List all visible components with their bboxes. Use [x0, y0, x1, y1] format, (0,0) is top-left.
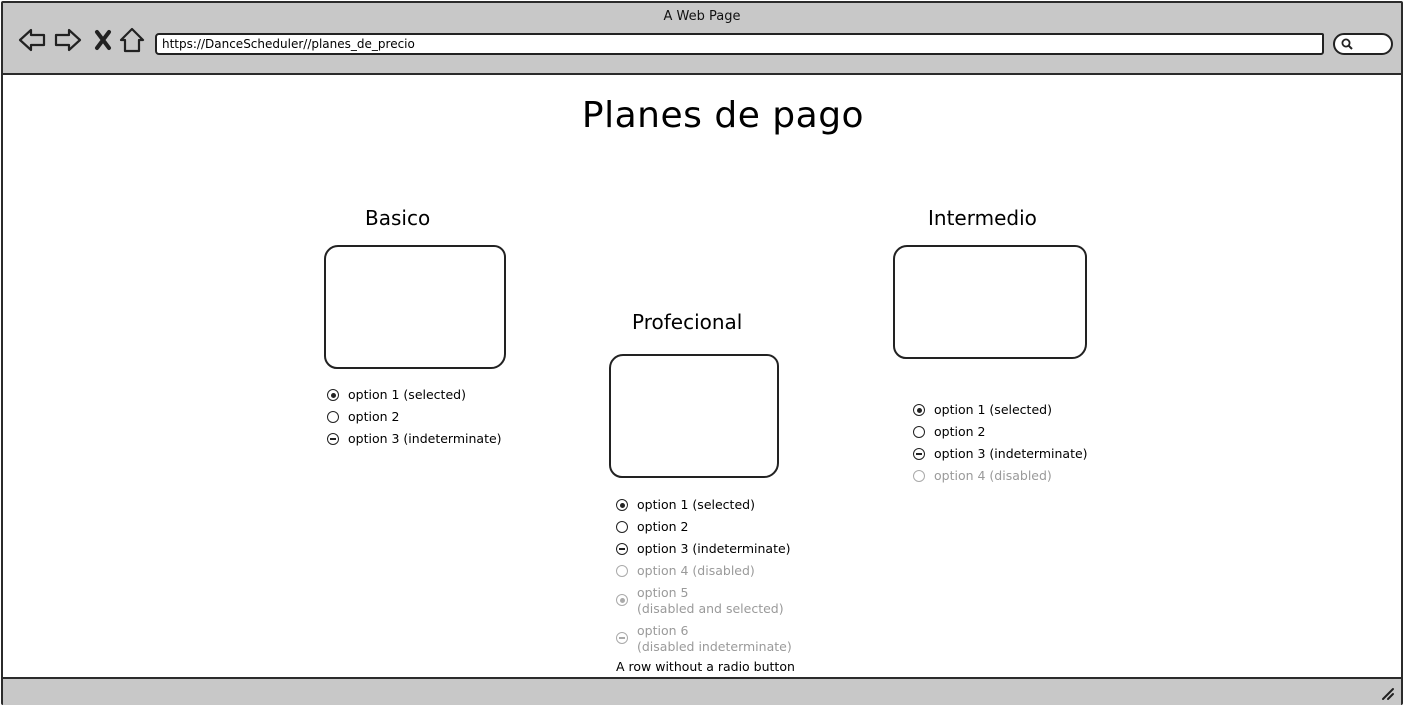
radio-unselected-icon: [616, 521, 628, 533]
radio-option[interactable]: option 2: [327, 406, 502, 428]
close-icon[interactable]: [89, 25, 119, 55]
plan-title-intermedio: Intermedio: [928, 206, 1037, 230]
radio-selected-icon: [327, 389, 339, 401]
radio-option-disabled: option 4 (disabled): [913, 465, 1088, 487]
page-title: Planes de pago: [581, 95, 865, 136]
window-title: A Web Page: [663, 9, 741, 24]
address-bar[interactable]: https://DanceScheduler//planes_de_precio: [155, 33, 1324, 55]
radio-indeterminate-icon: [616, 632, 628, 644]
plan-card-basico[interactable]: [324, 245, 506, 369]
radio-indeterminate-icon: [913, 448, 925, 460]
plan-card-intermedio[interactable]: [893, 245, 1087, 359]
radio-selected-icon: [913, 404, 925, 416]
radio-group-intermedio: option 1 (selected) option 2 option 3 (i…: [913, 399, 1088, 487]
radio-unselected-icon: [913, 426, 925, 438]
radio-option[interactable]: option 1 (selected): [913, 399, 1088, 421]
browser-toolbar: A Web Page https://DanceScheduler//plane…: [3, 3, 1401, 75]
radio-option[interactable]: option 2: [913, 421, 1088, 443]
search-icon: [1341, 38, 1353, 50]
radio-option[interactable]: option 3 (indeterminate): [913, 443, 1088, 465]
radio-unselected-icon: [913, 470, 925, 482]
radio-selected-icon: [616, 594, 628, 606]
radio-option[interactable]: option 1 (selected): [327, 384, 502, 406]
radio-group-profecional: option 1 (selected) option 2 option 3 (i…: [616, 494, 795, 676]
plan-card-profecional[interactable]: [609, 354, 779, 478]
radio-option-disabled: option 4 (disabled): [616, 560, 795, 582]
plan-title-profecional: Profecional: [632, 310, 743, 334]
radio-unselected-icon: [616, 565, 628, 577]
home-icon[interactable]: [117, 25, 147, 55]
plan-title-basico: Basico: [365, 206, 431, 230]
radio-option-disabled: option 5 (disabled and selected): [616, 582, 795, 620]
status-bar: [3, 677, 1401, 705]
radio-option-disabled: option 6 (disabled indeterminate): [616, 620, 795, 658]
radio-option[interactable]: option 3 (indeterminate): [327, 428, 502, 450]
radio-unselected-icon: [327, 411, 339, 423]
radio-option[interactable]: option 1 (selected): [616, 494, 795, 516]
radio-group-basico: option 1 (selected) option 2 option 3 (i…: [327, 384, 502, 450]
plain-row: A row without a radio button: [616, 659, 795, 674]
resize-grip-icon[interactable]: [1379, 685, 1395, 701]
forward-icon[interactable]: [53, 25, 83, 55]
radio-indeterminate-icon: [616, 543, 628, 555]
radio-option[interactable]: option 2: [616, 516, 795, 538]
radio-option[interactable]: option 3 (indeterminate): [616, 538, 795, 560]
back-icon[interactable]: [17, 25, 47, 55]
radio-selected-icon: [616, 499, 628, 511]
radio-indeterminate-icon: [327, 433, 339, 445]
search-input[interactable]: [1333, 33, 1393, 55]
